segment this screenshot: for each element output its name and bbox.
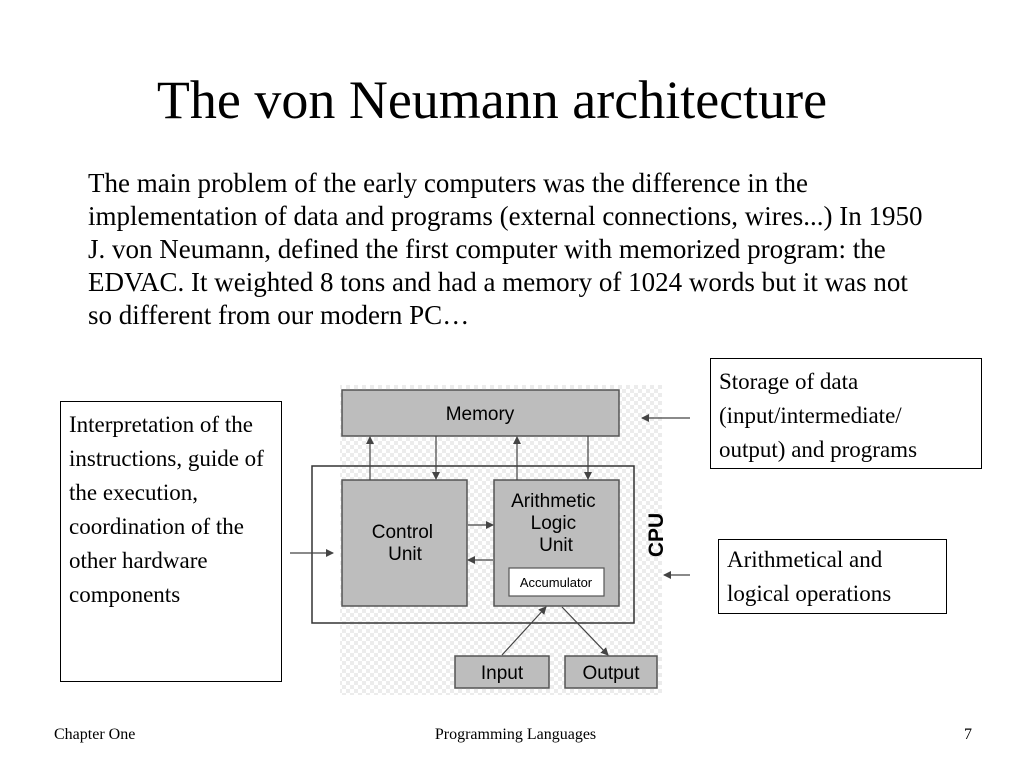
control-unit-box: Control Unit — [341, 479, 468, 607]
intro-paragraph: The main problem of the early computers … — [88, 168, 923, 330]
output-box: Output — [564, 655, 658, 689]
output-label: Output — [582, 663, 640, 684]
control-unit-label-1: Control — [372, 522, 433, 543]
control-unit-label-2: Unit — [388, 544, 423, 565]
footer-page-number: 7 — [964, 726, 972, 743]
cpu-label: CPU — [645, 513, 668, 557]
svg-text:Control Unit: Control Unit — [372, 522, 439, 565]
alu-box: Arithmetic Logic Unit Accumulator — [493, 479, 620, 607]
alu-label-2: Logic — [531, 513, 576, 534]
accumulator-label: Accumulator — [520, 575, 593, 590]
slide-title: The von Neumann architecture — [156, 70, 828, 130]
input-box: Input — [454, 655, 550, 689]
alu-label-1: Arithmetic — [511, 491, 595, 512]
von-neumann-diagram: Memory Control Unit Arithmetic Logic Uni… — [290, 385, 690, 695]
footer-chapter: Chapter One — [54, 726, 136, 743]
cpu-outline — [311, 465, 635, 624]
footer-course: Programming Languages — [434, 726, 597, 743]
diagram-arrows — [290, 414, 690, 656]
accumulator-box — [508, 567, 605, 597]
control-unit-callout: Interpretation of the instructions, guid… — [60, 401, 282, 682]
svg-text:Arithmetic Logic U: Arithmetic Logic Unit — [511, 491, 601, 556]
memory-label: Memory — [446, 404, 515, 425]
memory-box: Memory — [341, 389, 620, 437]
input-label: Input — [481, 663, 524, 684]
alu-label-3: Unit — [539, 535, 574, 556]
alu-callout: Arithmetical and logical operations — [718, 539, 947, 614]
memory-callout: Storage of data (input/intermediate/ out… — [710, 358, 982, 469]
